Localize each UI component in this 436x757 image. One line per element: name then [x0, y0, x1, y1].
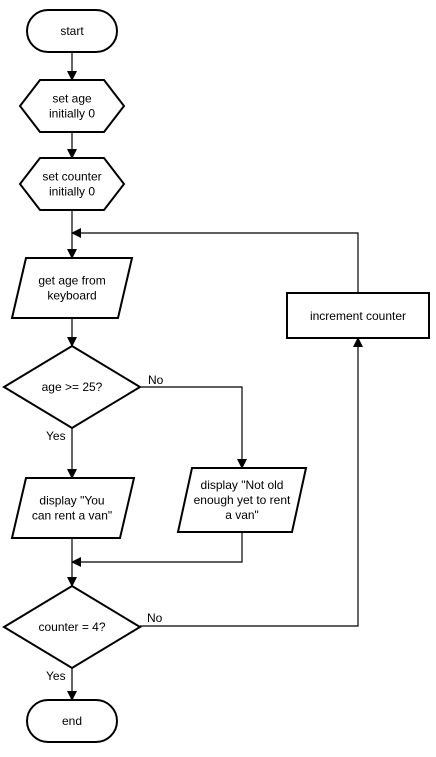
node-start: start — [26, 9, 118, 53]
node-label-line: set counter — [42, 170, 101, 184]
node-label-line: set age — [52, 92, 92, 106]
edge-age-no — [140, 386, 247, 469]
node-label-line: keyboard — [47, 289, 96, 303]
node-label-line: display "You — [39, 494, 104, 508]
node-label-line: age >= 25? — [42, 380, 103, 394]
edge-label-counter-no: No — [147, 611, 163, 625]
edge-label-counter-yes: Yes — [46, 669, 66, 683]
node-counter-check-label: counter = 4? — [38, 620, 105, 634]
node-increment: increment counter — [286, 292, 430, 339]
node-label-line: counter = 4? — [38, 620, 105, 634]
node-label-line: start — [60, 24, 84, 38]
node-age-check-label: age >= 25? — [42, 380, 103, 394]
edge-label-age-no: No — [148, 373, 164, 387]
edge-display-no-merge — [71, 532, 243, 567]
node-label-line: display "Not old — [201, 478, 284, 492]
edge-label-age-yes: Yes — [46, 429, 66, 443]
edge-increment-loop — [71, 228, 359, 293]
node-label-line: initially 0 — [49, 107, 95, 121]
node-age-check: age >= 25? — [2, 344, 142, 430]
node-label-line: get age from — [38, 274, 105, 288]
node-label-line: increment counter — [310, 309, 406, 323]
node-start-label: start — [60, 24, 84, 38]
node-end: end — [26, 699, 118, 743]
edge-counter-no — [140, 337, 363, 627]
node-counter-check: counter = 4? — [2, 584, 142, 670]
node-label-line: can rent a van" — [32, 509, 112, 523]
edges — [67, 52, 363, 701]
node-increment-label: increment counter — [310, 309, 406, 323]
node-label-line: initially 0 — [49, 185, 95, 199]
node-label-line: enough yet to rent — [194, 493, 291, 507]
node-end-label: end — [62, 714, 82, 728]
node-label-line: a van" — [225, 508, 259, 522]
node-label-line: end — [62, 714, 82, 728]
